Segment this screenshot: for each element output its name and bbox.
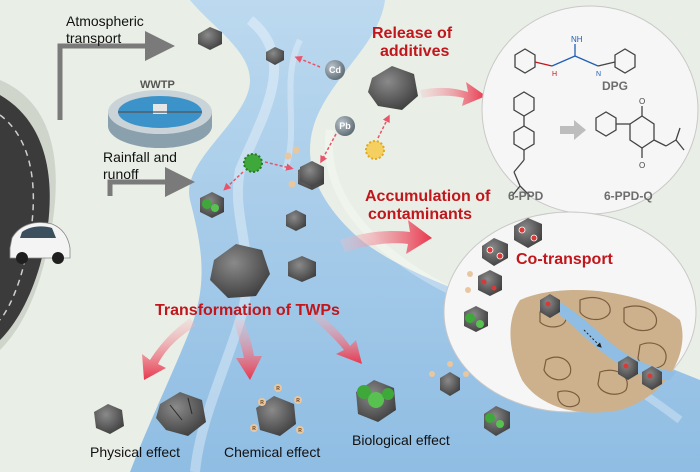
contaminated-particle: [514, 218, 542, 248]
road-asphalt: [0, 95, 50, 340]
pore-particle: [618, 356, 638, 380]
contaminated-particle: [482, 238, 508, 266]
pore-particle: [540, 294, 560, 318]
conversion-arrow: [560, 120, 586, 140]
microbe-arrow: [223, 171, 244, 191]
microbe-icon: [243, 153, 263, 173]
pore-water-channel: [540, 296, 676, 380]
r-label: R: [276, 386, 280, 392]
r-group-particle: [300, 161, 324, 187]
dpg-structure: [514, 44, 636, 74]
r-label: R: [298, 428, 302, 434]
atmospheric-label-2: transport: [66, 30, 121, 46]
twp-particle-large: [210, 244, 270, 298]
release-label-1: Release of: [372, 25, 453, 42]
6ppdq-structure: [595, 106, 685, 158]
ppdq-o-label-1: O: [639, 97, 645, 106]
physical-arrow: [142, 318, 196, 380]
dpg-nh-label: NH: [571, 35, 583, 44]
microbe-arrow-2: [264, 161, 294, 171]
additive-icon: [365, 140, 385, 160]
atmospheric-label-1: Atmospheric: [66, 13, 144, 29]
rainfall-arrow: [107, 167, 195, 197]
pore-particle: [642, 366, 662, 390]
release-arrow: [420, 82, 486, 106]
accumulation-label-2: contaminants: [368, 206, 472, 223]
release-label-2: additives: [380, 43, 449, 60]
dpg-h-label: H: [552, 71, 557, 78]
additive-laden-particle: [465, 270, 502, 296]
r-group-dot: [288, 180, 296, 188]
twp-particle: [286, 210, 306, 231]
biofilm-particle-small: [484, 406, 510, 436]
chemical-effect-label: Chemical effect: [224, 444, 320, 460]
wwtp-tank: [108, 90, 212, 148]
physical-effect-label: Physical effect: [90, 444, 180, 460]
r-label: R: [260, 400, 264, 406]
dpg-n-label: N: [596, 71, 601, 78]
rainfall-label-1: Rainfall and: [103, 149, 177, 165]
6ppd-label: 6-PPD: [508, 189, 544, 203]
r-label: R: [296, 398, 300, 404]
biofilm-particle: [200, 192, 224, 218]
6ppd-structure: [511, 91, 535, 197]
physical-effect-particles: [94, 392, 206, 436]
twp-particle: [288, 256, 316, 282]
wwtp-label: WWTP: [140, 79, 175, 91]
soil-area: [510, 289, 683, 413]
r-label: R: [252, 426, 256, 432]
cd-ion-label: Cd: [329, 65, 341, 75]
biological-arrow: [312, 312, 362, 364]
accumulation-arrow: [340, 220, 432, 254]
chemical-effect-particle: R R R R R: [250, 384, 304, 436]
chemical-arrow: [234, 320, 262, 380]
twp-particle-large: [368, 66, 418, 110]
pb-ion-label: Pb: [339, 121, 351, 131]
accumulation-label-1: Accumulation of: [365, 188, 491, 205]
r-group-dot: [284, 152, 292, 160]
biological-effect-particle: [356, 380, 396, 422]
additive-arrow: [377, 114, 390, 139]
cotransport-label: Co-transport: [516, 251, 614, 268]
ppdq-o-label-2: O: [639, 161, 645, 170]
biofilm-panel-particle: [464, 306, 488, 332]
r-group-dot: [292, 146, 300, 154]
r-group-particle-small: [429, 361, 469, 396]
dpg-label: DPG: [602, 79, 628, 93]
cd-arrow: [294, 55, 321, 68]
twp-particle: [198, 27, 222, 50]
rainfall-label-2: runoff: [103, 166, 139, 182]
twp-particle: [266, 47, 284, 65]
transformation-label: Transformation of TWPs: [155, 302, 340, 319]
cd-ion: Cd: [325, 60, 345, 80]
biological-effect-label: Biological effect: [352, 432, 450, 448]
river-current-1: [190, 16, 280, 472]
6ppdq-label: 6-PPD-Q: [604, 189, 653, 203]
car: [9, 222, 71, 264]
pb-ion: Pb: [335, 116, 355, 136]
